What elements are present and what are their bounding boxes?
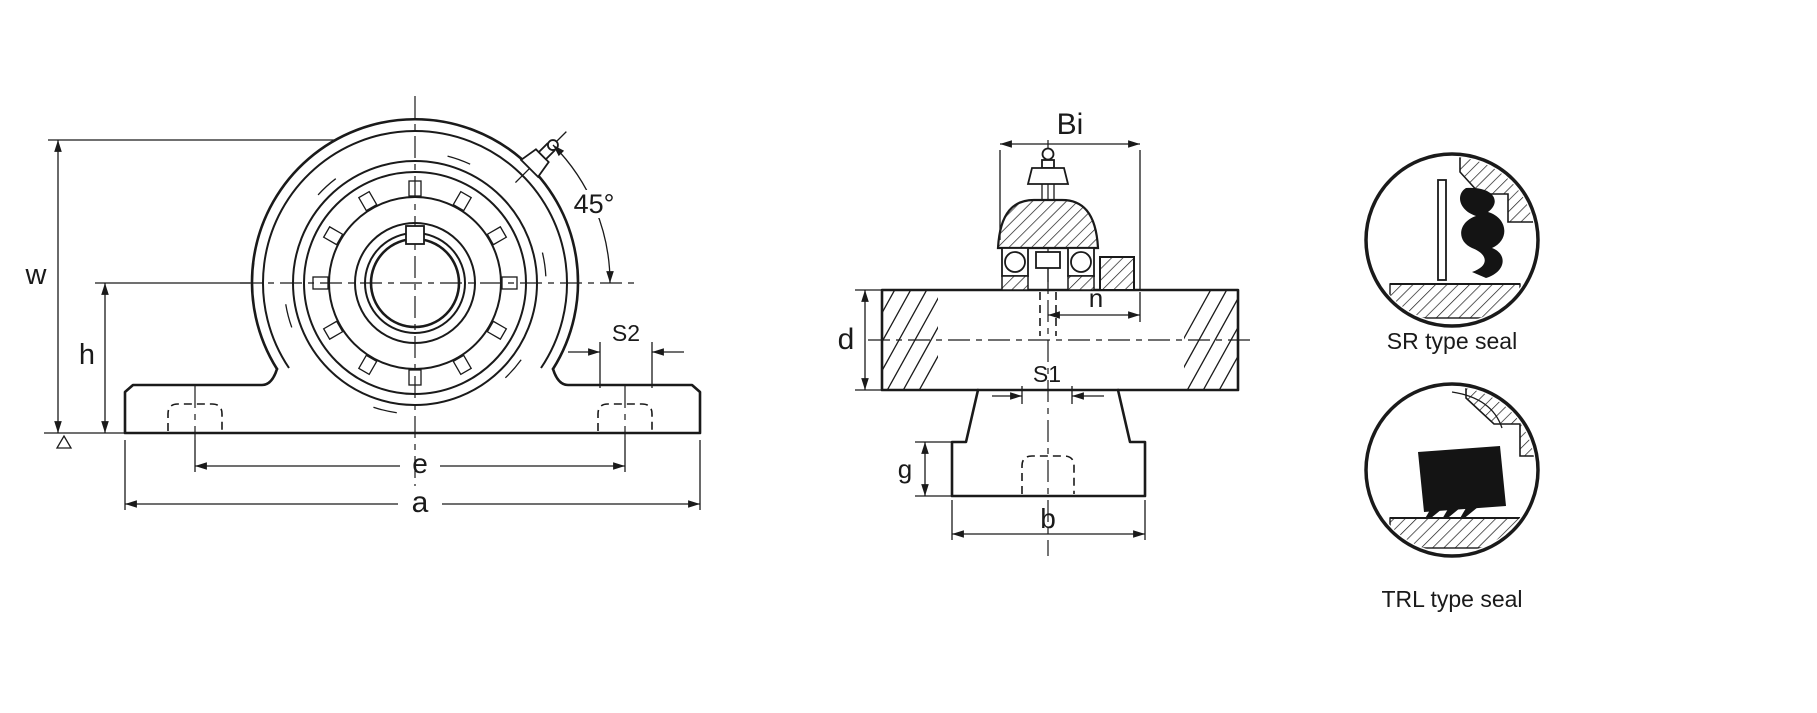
dim-label-a: a [412,486,429,519]
seal-detail-sr: SR type seal [1364,152,1540,354]
dim-label-d: d [838,323,855,356]
trl-garter-spring [1451,391,1503,429]
dim-label-n: n [1089,283,1103,313]
ball-left [1004,251,1026,273]
dim-label-s2: S2 [612,320,640,346]
bearing-cap-section [996,198,1100,250]
housing-base [123,367,702,435]
ball-right [1070,251,1092,273]
front-view: 45° w h S2 e a [25,96,702,519]
grease-nipple-side [1026,147,1070,200]
trl-detail-circle [1364,382,1540,558]
adapter-sleeve-outer [354,222,476,344]
locking-collar-boss [1099,256,1135,291]
inner-ring-left [1001,275,1029,291]
side-view: Bi n d S1 g b [838,108,1250,556]
sleeve-slot [405,225,425,245]
dim-label-w: w [25,259,48,291]
left-bolt-slot [167,403,223,431]
shaft-break-hatch-right [1184,291,1237,389]
dim-label-b: b [1040,503,1056,534]
locknut [328,196,502,370]
sleeve-section [1035,251,1061,269]
seal-label-sr: SR type seal [1387,328,1517,354]
angle-label-backing [571,190,617,218]
seal-label-trl: TRL type seal [1381,586,1522,612]
datum-triangle [55,434,73,449]
sr-slinger [1437,179,1447,281]
dim-label-bi: Bi [1057,108,1084,141]
right-bolt-slot [597,403,653,431]
sr-detail-circle [1364,152,1540,328]
dim-label-e: e [412,448,428,479]
locknut-tabs [312,180,518,386]
seal-detail-trl: TRL type seal [1364,382,1540,612]
grease-fitting [514,131,567,184]
inner-ring-right [1067,275,1095,291]
pedestal-base [950,388,1147,498]
bearing-outer-ring-inner [303,171,527,395]
dim-label-g: g [898,454,912,484]
dim-label-45deg: 45° [574,189,615,219]
dim-label-s1: S1 [1033,361,1061,387]
base-bolt-hole-hidden [1021,455,1075,494]
bearing-outer-ring [292,160,538,406]
dim-label-h: h [79,339,95,371]
sr-seal-lip [1460,187,1505,278]
trl-seal-body [1418,446,1506,512]
